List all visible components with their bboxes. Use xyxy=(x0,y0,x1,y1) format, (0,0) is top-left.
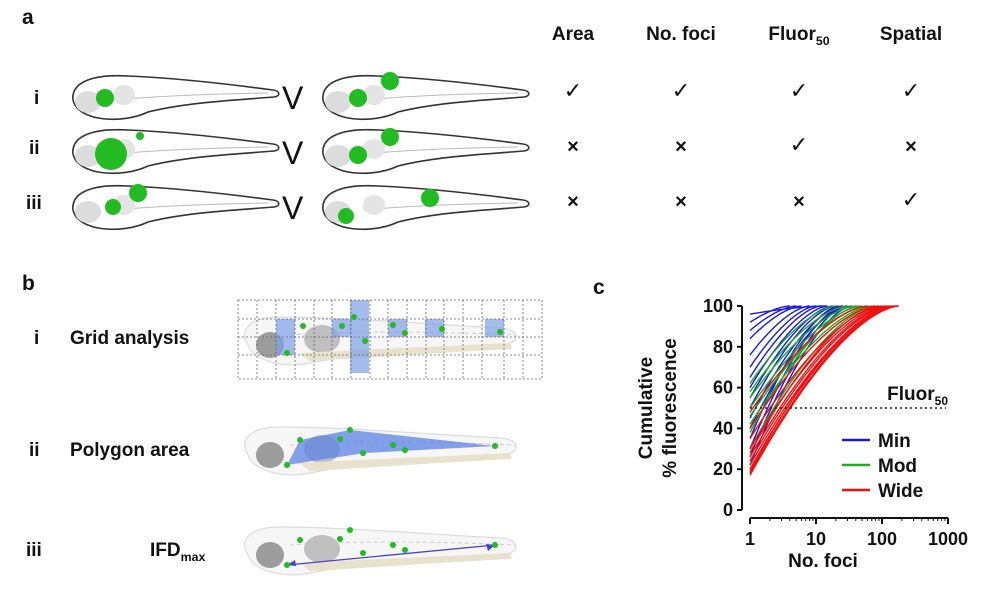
b-row-num-ii: ii xyxy=(29,440,40,461)
larva-i-left xyxy=(72,74,280,121)
curve-wide xyxy=(749,305,868,413)
mark-ii-area: × xyxy=(567,136,579,158)
y-axis-label-line2: % fluorescence xyxy=(660,338,681,477)
focus-dot xyxy=(129,184,147,202)
curve-wide xyxy=(749,305,885,450)
curve-wide xyxy=(749,305,898,474)
curve-wide xyxy=(749,305,876,429)
col-head-area: Area xyxy=(551,24,595,45)
y-tick-label: 20 xyxy=(713,459,733,479)
col-head-spatial: Spatial xyxy=(879,24,943,45)
polygon-area-diagram xyxy=(243,426,517,476)
row-label-iii: iii xyxy=(26,193,42,214)
y-tick-label: 80 xyxy=(713,337,733,357)
larva-iii-left xyxy=(72,184,280,231)
focus-dot xyxy=(349,146,367,164)
curve-min xyxy=(749,305,822,378)
b-row-num-iii: iii xyxy=(26,540,42,561)
curve-wide xyxy=(749,305,888,458)
curve-mod xyxy=(749,305,856,399)
mark-iii-spatial: ✓ xyxy=(901,187,921,212)
mark-i-area: ✓ xyxy=(563,78,583,103)
col-head-no-foci: No. foci xyxy=(646,24,716,45)
mark-iii-area: × xyxy=(567,191,579,213)
mark-ii-foci: × xyxy=(675,136,687,158)
b-label-grid-analysis: Grid analysis xyxy=(70,328,190,349)
mark-i-foci: ✓ xyxy=(671,78,691,103)
y-tick-label: 0 xyxy=(723,500,733,520)
mark-i-fluor: ✓ xyxy=(789,78,809,103)
larva-i-right xyxy=(322,72,530,121)
curve-min xyxy=(749,305,817,368)
panel-c-letter: c xyxy=(593,276,605,299)
focus-dot xyxy=(381,128,399,146)
larva-ii-left xyxy=(72,128,280,175)
ifd-max-diagram xyxy=(243,526,517,576)
y-tick-label: 40 xyxy=(713,418,733,438)
larva-ii-right xyxy=(322,128,530,175)
focus-dot xyxy=(349,89,367,107)
y-tick-label: 100 xyxy=(703,296,733,316)
curve-mod xyxy=(749,305,836,384)
curve-wide xyxy=(749,305,892,472)
legend-label-mod: Mod xyxy=(878,456,917,477)
curve-wide xyxy=(749,305,880,454)
b-label-ifd-max: IFDmax xyxy=(150,540,206,564)
legend-label-min: Min xyxy=(878,431,911,452)
curve-wide xyxy=(749,305,899,476)
mark-ii-spatial: × xyxy=(905,136,917,158)
focus-dot xyxy=(381,72,399,90)
curve-min xyxy=(749,305,797,332)
curve-wide xyxy=(749,305,890,462)
x-tick-label: 1 xyxy=(745,529,755,549)
panel-b-letter: b xyxy=(22,272,35,295)
row-label-ii: ii xyxy=(29,138,40,159)
versus-label-ii: V xyxy=(282,135,304,171)
y-axis-label-line1: Cumulative xyxy=(636,357,657,459)
focus-dot xyxy=(105,199,121,215)
focus-dot xyxy=(136,132,144,140)
curve-mod xyxy=(749,305,848,393)
grid-analysis-diagram xyxy=(237,299,543,380)
x-axis-label: No. foci xyxy=(788,551,858,572)
b-label-polygon-area: Polygon area xyxy=(70,440,190,461)
curve-mod xyxy=(749,305,872,425)
b-row-num-i: i xyxy=(34,328,40,349)
x-tick-label: 10 xyxy=(806,529,826,549)
larva-iii-right xyxy=(322,184,530,231)
curve-min xyxy=(749,305,828,388)
mark-iii-foci: × xyxy=(675,191,687,213)
curve-min xyxy=(749,305,826,315)
curve-min xyxy=(749,305,810,356)
x-tick-label: 100 xyxy=(867,529,897,549)
focus-dot xyxy=(338,208,354,224)
row-label-i: i xyxy=(34,88,40,109)
x-tick-label: 1000 xyxy=(928,529,968,549)
mark-iii-fluor: × xyxy=(793,191,805,213)
focus-dot xyxy=(95,138,127,170)
col-head-fluor50: Fluor50 xyxy=(768,24,830,48)
focus-dot xyxy=(96,89,114,107)
mark-i-spatial: ✓ xyxy=(901,78,921,103)
legend-label-wide: Wide xyxy=(878,481,923,502)
fluor50-threshold-label: Fluor50 xyxy=(887,384,948,408)
focus-dot xyxy=(421,189,439,207)
panel-b-diagrams xyxy=(237,299,543,576)
versus-label-i: V xyxy=(282,80,304,116)
versus-label-iii: V xyxy=(282,190,304,226)
mark-ii-fluor: ✓ xyxy=(789,132,809,157)
y-tick-label: 60 xyxy=(713,378,733,398)
panel-a-larvae xyxy=(72,72,530,231)
panel-a-letter: a xyxy=(22,6,34,29)
